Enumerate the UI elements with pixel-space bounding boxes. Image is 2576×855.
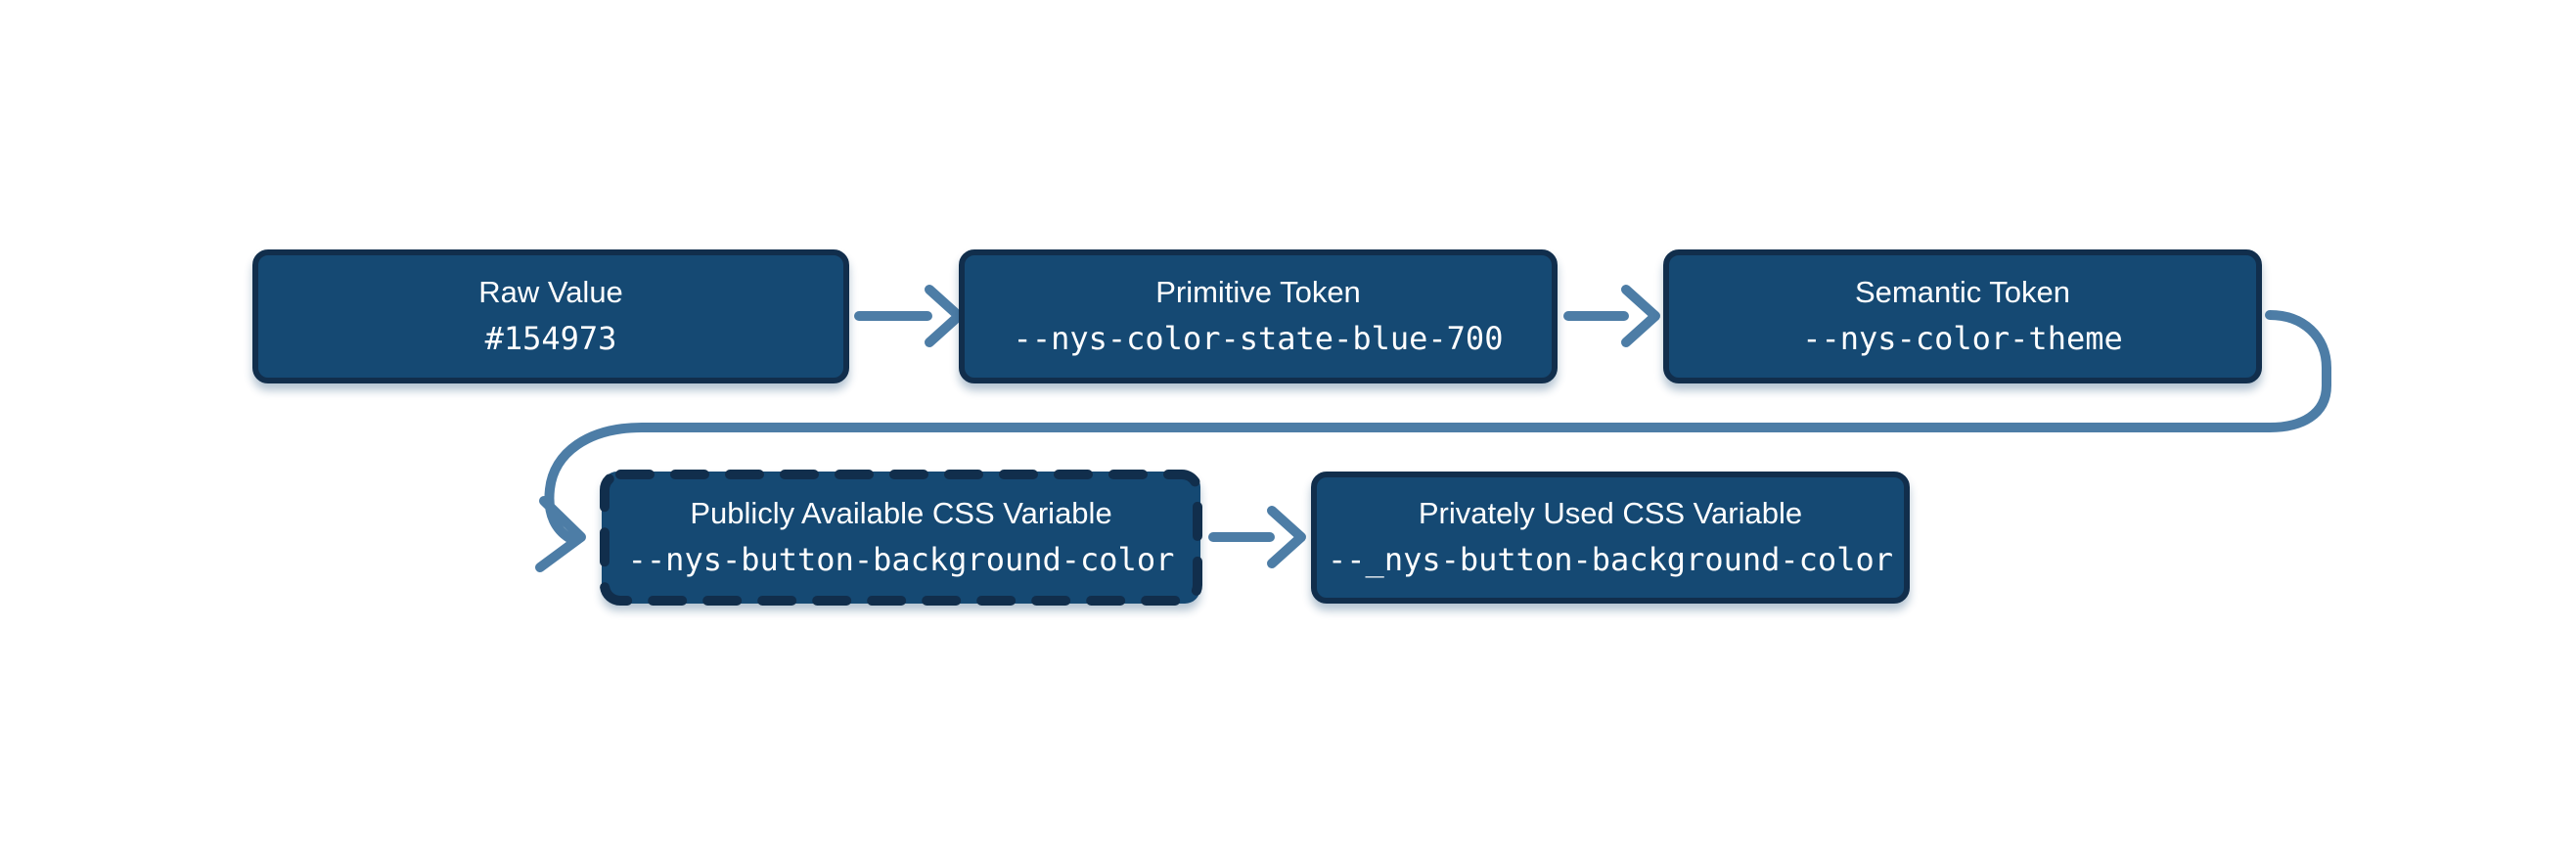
node-label: Semantic Token <box>1855 275 2070 310</box>
node-label: Raw Value <box>478 275 623 310</box>
arrow-raw-to-primitive-icon <box>854 285 964 347</box>
node-code-value: --nys-color-theme <box>1802 320 2123 358</box>
node-public-css-variable: Publicly Available CSS Variable --nys-bu… <box>600 470 1202 606</box>
node-label: Privately Used CSS Variable <box>1418 496 1803 531</box>
node-semantic-token: Semantic Token --nys-color-theme <box>1663 249 2262 383</box>
node-raw-value: Raw Value #154973 <box>252 249 849 383</box>
node-label: Primitive Token <box>1155 275 1361 310</box>
node-private-css-variable: Privately Used CSS Variable --_nys-butto… <box>1311 472 1910 604</box>
node-code-value: --nys-color-state-blue-700 <box>1013 320 1504 358</box>
node-code-value: #154973 <box>484 320 617 358</box>
node-label: Publicly Available CSS Variable <box>690 496 1112 531</box>
node-code-value: --nys-button-background-color <box>627 541 1175 579</box>
arrow-public-to-private-icon <box>1208 506 1306 568</box>
arrow-primitive-to-semantic-icon <box>1563 285 1660 347</box>
node-code-value: --_nys-button-background-color <box>1328 541 1893 579</box>
node-primitive-token: Primitive Token --nys-color-state-blue-7… <box>959 249 1558 383</box>
dashed-border-icon <box>600 470 1202 606</box>
